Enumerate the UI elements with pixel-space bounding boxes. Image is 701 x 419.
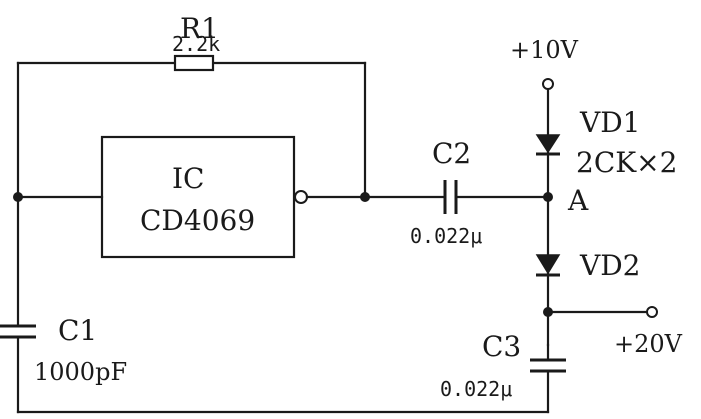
- ic-part: CD4069: [140, 204, 255, 237]
- ic-label: IC: [172, 162, 204, 195]
- c3-capacitor: [530, 358, 566, 373]
- r1-value: 2.2k: [172, 32, 220, 56]
- r1-resistor: [173, 54, 215, 72]
- supply-out-label: +20V: [614, 330, 683, 358]
- c2-capacitor: [443, 180, 458, 214]
- c1-value: 1000pF: [34, 358, 127, 386]
- supply-in-label: +10V: [510, 36, 579, 64]
- node-a-label: A: [567, 184, 589, 217]
- vd1-part: 2CK×2: [576, 146, 677, 179]
- r1-label: R1: [180, 12, 219, 45]
- vd2-diode: [535, 254, 561, 277]
- c2-label: C2: [432, 137, 471, 170]
- c1-capacitor: [0, 324, 36, 339]
- c3-label: C3: [482, 330, 521, 363]
- vd1-diode: [535, 134, 561, 156]
- junction-left: [13, 192, 23, 202]
- ic-cd4069: [100, 135, 296, 259]
- terminal-plus20v: [646, 306, 658, 318]
- terminal-plus10v: [542, 78, 554, 90]
- vd2-label: VD2: [579, 249, 640, 282]
- c3-value: 0.022μ: [440, 377, 512, 401]
- inverter-bubble: [294, 190, 308, 204]
- c2-value: 0.022μ: [410, 224, 482, 248]
- vd1-label: VD1: [579, 106, 640, 139]
- c1-label: C1: [58, 314, 97, 347]
- junction-output: [360, 192, 370, 202]
- node-a-junction: [543, 192, 553, 202]
